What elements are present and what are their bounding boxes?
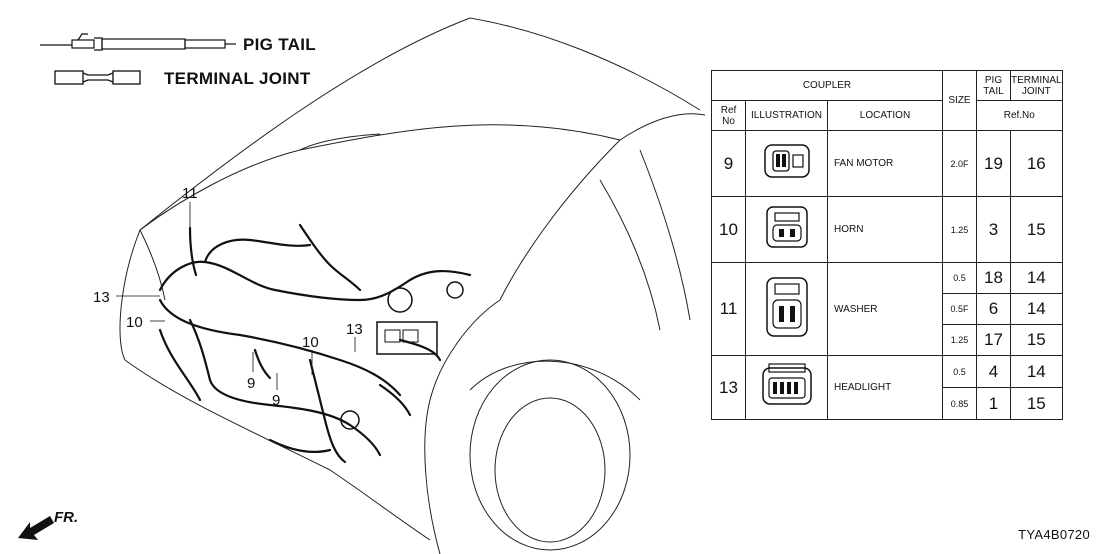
callout-10-left: 10 <box>126 314 143 331</box>
row-ref: 10 <box>711 196 746 263</box>
row-location: HORN <box>827 196 943 263</box>
row-pig-tail: 3 <box>976 196 1011 263</box>
row-terminal-joint: 14 <box>1010 262 1063 294</box>
coupler-header: COUPLER <box>711 70 943 101</box>
horn-connector-icon <box>765 206 808 248</box>
location-header: LOCATION <box>827 100 943 131</box>
row-terminal-joint: 15 <box>1010 387 1063 420</box>
wire-harness <box>158 223 472 464</box>
front-direction-arrow-icon <box>18 516 54 540</box>
car-body-outline <box>119 17 706 554</box>
row-terminal-joint: 14 <box>1010 355 1063 388</box>
row-size: 2.0F <box>942 130 977 197</box>
row-location: HEADLIGHT <box>827 355 943 420</box>
row-location: FAN MOTOR <box>827 130 943 197</box>
headlight-connector-icon <box>761 363 812 405</box>
row-ref: 11 <box>711 262 746 356</box>
illustration-cell <box>745 196 828 263</box>
illustration-cell <box>745 130 828 197</box>
callout-9-right: 9 <box>272 392 280 409</box>
row-size: 1.25 <box>942 324 977 356</box>
row-ref: 9 <box>711 130 746 197</box>
washer-connector-icon <box>765 276 808 337</box>
terminal-joint-label: TERMINAL JOINT <box>164 69 311 88</box>
callout-leaders <box>116 202 356 390</box>
table-row: 11 WASHER 0.5 18 14 <box>711 262 1063 356</box>
row-pig-tail: 6 <box>976 293 1011 325</box>
callout-13-left: 13 <box>93 289 110 306</box>
table-row: 9 FAN MOTOR 2.0F 19 16 <box>711 130 1063 197</box>
size-header: SIZE <box>942 70 977 131</box>
table-row: 0.85 1 15 <box>712 387 1063 420</box>
row-pig-tail: 17 <box>976 324 1011 356</box>
ref-no-header: Ref No <box>711 100 746 131</box>
row-size: 0.5 <box>942 355 977 388</box>
row-terminal-joint: 15 <box>1010 324 1063 356</box>
row-size: 1.25 <box>942 196 977 263</box>
illustration-cell <box>745 355 828 420</box>
row-size: 0.85 <box>942 387 977 420</box>
refno-sub-header: Ref.No <box>976 100 1063 131</box>
row-pig-tail: 19 <box>976 130 1011 197</box>
front-direction-label: FR. <box>54 509 78 526</box>
pig-tail-header: PIG TAIL <box>976 70 1011 101</box>
table-row: 10 HORN 1.25 3 15 <box>711 196 1063 263</box>
row-terminal-joint: 15 <box>1010 196 1063 263</box>
illustration-cell <box>745 262 828 356</box>
coupler-table: COUPLER SIZE PIG TAIL TERMINAL JOINT Ref… <box>711 70 1063 420</box>
row-pig-tail: 4 <box>976 355 1011 388</box>
terminal-joint-header: TERMINAL JOINT <box>1010 70 1063 101</box>
fan-motor-connector-icon <box>763 144 810 178</box>
row-pig-tail: 1 <box>976 387 1011 420</box>
row-size: 0.5F <box>942 293 977 325</box>
pig-tail-label: PIG TAIL <box>243 35 316 54</box>
row-terminal-joint: 16 <box>1010 130 1063 197</box>
table-row: 0.5F 6 14 <box>712 293 1063 325</box>
callout-9-left: 9 <box>247 375 255 392</box>
row-terminal-joint: 14 <box>1010 293 1063 325</box>
diagram-code: TYA4B0720 <box>1018 527 1090 542</box>
callout-10-center: 10 <box>302 334 319 351</box>
row-ref: 13 <box>711 355 746 420</box>
row-pig-tail: 18 <box>976 262 1011 294</box>
callout-13-center: 13 <box>346 321 363 338</box>
illustration-header: ILLUSTRATION <box>745 100 828 131</box>
callout-11: 11 <box>182 185 198 202</box>
table-row: 1.25 17 15 <box>712 324 1063 356</box>
terminal-joint-icon <box>54 70 141 85</box>
pig-tail-icon <box>40 33 236 51</box>
row-location: WASHER <box>827 262 943 356</box>
table-row: 13 HEADLIGHT 0.5 4 14 <box>711 355 1063 420</box>
row-size: 0.5 <box>942 262 977 294</box>
